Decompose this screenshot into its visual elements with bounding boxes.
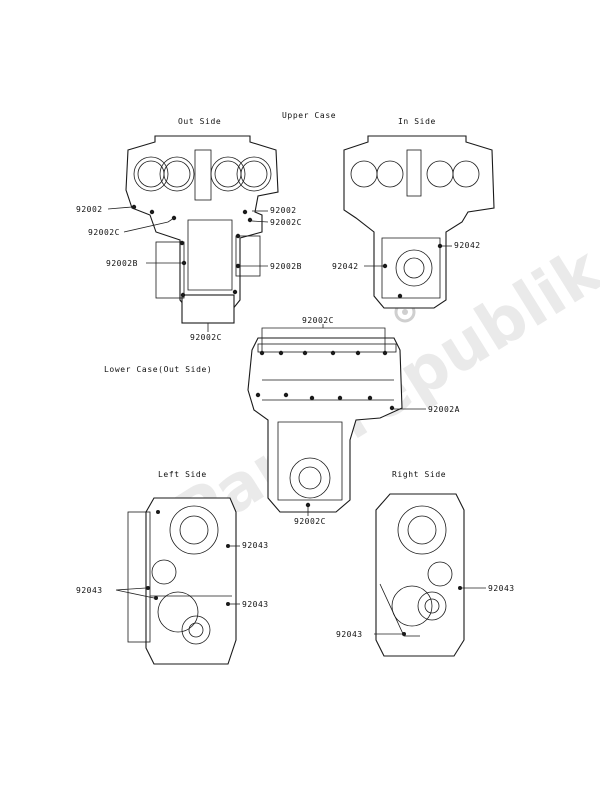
out-side-header: Out Side [178, 117, 221, 126]
leader-92043-left-side [115, 587, 155, 599]
label-92043-right-lower: 92043 [336, 630, 363, 639]
label-92002-right: 92002 [270, 206, 297, 215]
label-92002c-lower-bottom: 92002C [294, 517, 326, 526]
left-side-drawing [127, 497, 237, 665]
label-92002c-right: 92002C [270, 218, 302, 227]
right-side-header: Right Side [392, 470, 446, 479]
label-92043-left-lower: 92043 [242, 600, 269, 609]
upper-case-in-side-drawing [343, 135, 495, 309]
label-92042-left: 92042 [332, 262, 359, 271]
label-92002b-right: 92002B [270, 262, 302, 271]
leader-92002c-left [123, 217, 175, 233]
label-92043-right-side: 92043 [488, 584, 515, 593]
label-92002-left: 92002 [76, 205, 103, 214]
leader-92002c-right [251, 220, 269, 223]
leader-92002-left [107, 206, 133, 210]
left-side-header: Left Side [158, 470, 207, 479]
right-side-drawing [375, 493, 465, 657]
label-92002c-left: 92002C [88, 228, 120, 237]
label-92002b-left: 92002B [106, 259, 138, 268]
label-92002c-lower-top: 92002C [302, 316, 334, 325]
label-92043-left-upper: 92043 [242, 541, 269, 550]
label-92043-left-side: 92043 [76, 586, 103, 595]
lower-case-out-side-drawing [247, 337, 403, 513]
label-92002a: 92002A [428, 405, 460, 414]
upper-case-out-side-drawing [125, 135, 279, 324]
label-92042-right: 92042 [454, 241, 481, 250]
in-side-header: In Side [398, 117, 436, 126]
leader-92002c-lower-top [261, 327, 386, 352]
label-92002c-bottom: 92002C [190, 333, 222, 342]
upper-case-header: Upper Case [282, 111, 336, 120]
lower-case-header: Lower Case(Out Side) [104, 365, 212, 374]
